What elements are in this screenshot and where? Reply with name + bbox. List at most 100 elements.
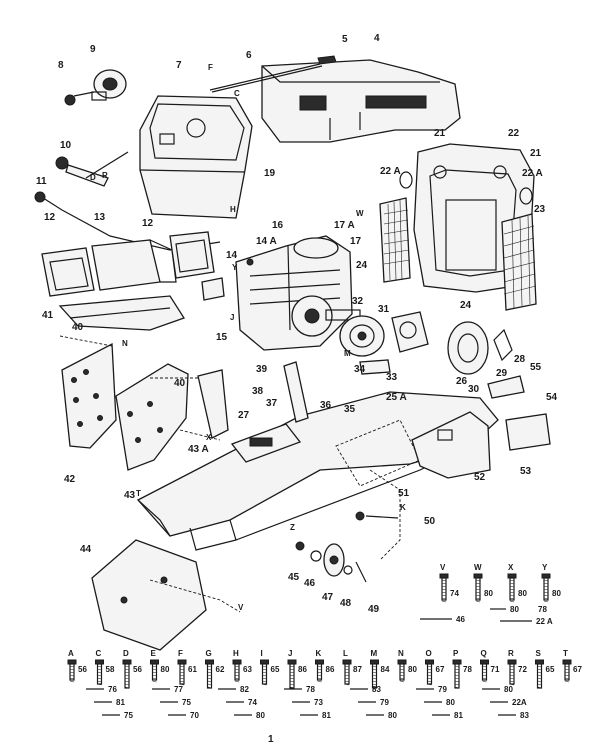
label-1: 1 <box>268 734 274 745</box>
hardware-sub-num: 80 <box>388 711 397 720</box>
rod-part-36 <box>283 361 309 423</box>
hardware-sub-num: 77 <box>174 685 183 694</box>
hardware-sub-num: 83 <box>372 685 381 694</box>
part-number-labels: 4 5 6 7 8 9 10 11 12 13 12 14 14 A 15 16… <box>36 33 558 745</box>
hardware-letter: F <box>178 649 183 658</box>
label-25a: 25 A <box>386 392 407 403</box>
hardware-item-w: W80 <box>473 563 493 603</box>
label-49: 49 <box>368 604 380 615</box>
label-19: 19 <box>264 168 276 179</box>
hardware-num: 87 <box>353 665 362 674</box>
hardware-letter: I <box>261 649 263 658</box>
label-4: 4 <box>374 33 380 44</box>
label-39: 39 <box>256 364 268 375</box>
hardware-item-t: T 67 <box>562 649 582 683</box>
side-plate-part-42 <box>61 342 117 449</box>
hardware-letter: J <box>288 649 292 658</box>
side-plate-part-43 <box>115 363 189 471</box>
hardware-letter: S <box>536 649 542 658</box>
hardware-num: 80 <box>408 665 417 674</box>
hardware-num: 65 <box>546 665 555 674</box>
hood-rod-part-6 <box>209 63 321 91</box>
svg-text:M: M <box>344 349 351 358</box>
bracket-part-28 <box>493 328 513 362</box>
label-55: 55 <box>530 362 542 373</box>
grommet-part-22a-right <box>519 187 533 205</box>
hardware-letter: D <box>123 649 129 658</box>
label-16: 16 <box>272 220 284 231</box>
hardware-letter: C <box>96 649 102 658</box>
label-23: 23 <box>534 204 546 215</box>
hardware-letter: P <box>453 649 459 658</box>
label-48: 48 <box>340 598 352 609</box>
hardware-extra: 80 <box>510 605 519 614</box>
label-15: 15 <box>216 332 228 343</box>
hardware-sub-num: 81 <box>322 711 331 720</box>
label-43a: 43 A <box>188 444 209 455</box>
front-skid-plate-part-44 <box>91 539 241 651</box>
label-26: 26 <box>456 376 468 387</box>
hardware-letter: T <box>563 649 568 658</box>
label-9: 9 <box>90 44 96 55</box>
grille-center-part-13 <box>91 239 177 291</box>
label-10: 10 <box>60 140 72 151</box>
svg-text:T: T <box>136 489 141 498</box>
hardware-num: 56 <box>133 665 142 674</box>
hardware-letter: Q <box>481 649 487 658</box>
label-45: 45 <box>288 572 300 583</box>
hardware-item-y: Y80 <box>541 563 561 603</box>
hardware-item-o: O67 <box>425 649 445 686</box>
svg-text:Z: Z <box>290 523 295 532</box>
hardware-letter: K <box>316 649 322 658</box>
hardware-num: 56 <box>78 665 87 674</box>
label-41: 41 <box>42 310 54 321</box>
rear-panel-part-52 <box>411 411 491 479</box>
hardware-letter: X <box>508 563 514 572</box>
label-33: 33 <box>386 372 398 383</box>
label-13: 13 <box>94 212 106 223</box>
label-37: 37 <box>266 398 278 409</box>
label-32: 32 <box>352 296 364 307</box>
label-29: 29 <box>496 368 508 379</box>
label-17a: 17 A <box>334 220 355 231</box>
label-44: 44 <box>80 544 92 555</box>
hardware-letter: Y <box>542 563 548 572</box>
hardware-extra: 46 <box>456 615 465 624</box>
hardware-item-h: H63 <box>232 649 252 683</box>
label-12-left: 12 <box>44 212 56 223</box>
svg-text:Y: Y <box>232 263 238 272</box>
hardware-letter: V <box>440 563 446 572</box>
label-14a: 14 A <box>256 236 277 247</box>
hardware-sub-num: 75 <box>124 711 133 720</box>
plate-part-53 <box>505 413 551 451</box>
grille-screen-left-part-24 <box>379 197 411 283</box>
hardware-sub-num: 81 <box>454 711 463 720</box>
leader-lines <box>59 335 221 441</box>
hardware-num: 74 <box>450 589 459 598</box>
svg-text:N: N <box>122 339 128 348</box>
label-6: 6 <box>246 50 252 61</box>
clip-part-5 <box>317 55 337 65</box>
hardware-num: 67 <box>573 665 582 674</box>
hardware-num: 58 <box>106 665 115 674</box>
label-51: 51 <box>398 488 410 499</box>
svg-text:X: X <box>206 433 212 442</box>
hardware-sub-num: 79 <box>438 685 447 694</box>
headlight-left-part-12 <box>41 247 95 297</box>
pulley-part-29 <box>447 321 489 375</box>
hardware-num: 67 <box>436 665 445 674</box>
hardware-item-q: Q71 <box>480 649 500 683</box>
svg-text:W: W <box>356 209 364 218</box>
plate-part-37 <box>230 423 302 463</box>
headlight-right-part-12 <box>169 231 215 279</box>
hardware-item-l: L87 <box>342 649 362 686</box>
hardware-num: 86 <box>298 665 307 674</box>
hardware-num: 65 <box>271 665 280 674</box>
hardware-item-i: I 65 <box>260 649 280 686</box>
label-22: 22 <box>508 128 520 139</box>
hardware-num: 80 <box>161 665 170 674</box>
label-31: 31 <box>378 304 390 315</box>
label-52: 52 <box>474 472 486 483</box>
